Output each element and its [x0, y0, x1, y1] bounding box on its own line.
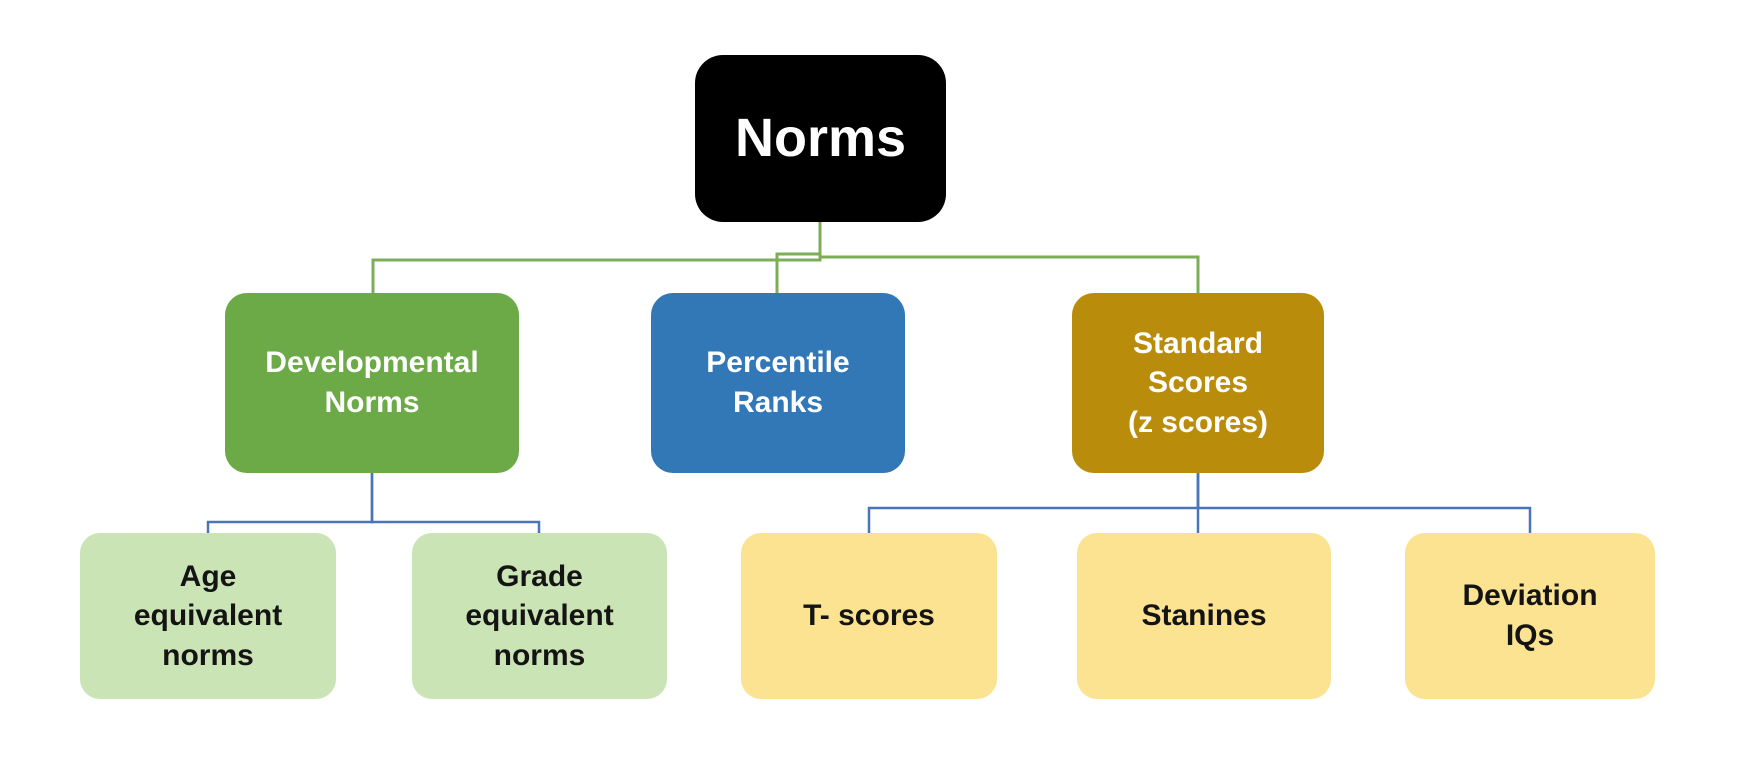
connector-norms-developmental: [371, 222, 822, 293]
node-deviation-iqs: Deviation IQs: [1405, 533, 1655, 699]
connector-standard-tscores: [867, 473, 1200, 533]
connector-norms-standard: [818, 222, 1200, 293]
connector-developmental-age: [206, 473, 374, 533]
node-percentile-ranks: Percentile Ranks: [651, 293, 905, 473]
node-t-scores: T- scores: [741, 533, 997, 699]
connector-standard-deviation: [1196, 473, 1532, 533]
node-developmental-norms: Developmental Norms: [225, 293, 519, 473]
node-norms: Norms: [695, 55, 946, 222]
node-stanines: Stanines: [1077, 533, 1331, 699]
node-age-equivalent-norms: Age equivalent norms: [80, 533, 336, 699]
connector-norms-percentile: [775, 222, 822, 293]
connector-developmental-grade: [370, 473, 541, 533]
node-grade-equivalent-norms: Grade equivalent norms: [412, 533, 667, 699]
node-standard-scores: Standard Scores (z scores): [1072, 293, 1324, 473]
